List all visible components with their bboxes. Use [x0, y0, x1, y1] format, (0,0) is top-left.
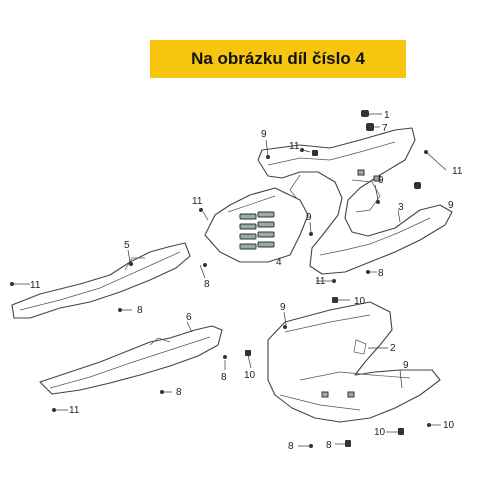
part-number-banner: Na obrázku díl číslo 4: [150, 40, 406, 78]
callout-label: 9: [306, 212, 312, 223]
callout-label: 8: [137, 305, 143, 316]
banner-text: Na obrázku díl číslo 4: [191, 49, 365, 68]
callout-label: 11: [69, 405, 80, 416]
callout-label: 8: [326, 440, 332, 451]
callout-label: 9: [448, 200, 454, 211]
callout-label: 8: [204, 279, 210, 290]
part-floor-panel-4: [204, 187, 309, 263]
callout-label: 2: [390, 343, 396, 354]
callout-label: 11: [315, 276, 326, 287]
callout-label: 9: [261, 129, 267, 140]
callout-label: 11: [289, 141, 300, 152]
callout-label: 8: [288, 441, 294, 452]
callout-labels: 1 7 9 11 11 9 3 9 11 9 4 8 5 11 8 11 8 1…: [30, 110, 463, 452]
callout-label: 5: [124, 240, 130, 251]
callout-label: 9: [280, 302, 286, 313]
callout-label: 10: [374, 427, 386, 438]
part-side-cover-6: [39, 325, 223, 395]
callout-label: 11: [30, 280, 41, 291]
callout-label: 11: [192, 196, 203, 207]
callout-label: 9: [403, 360, 409, 371]
callout-label: 4: [276, 257, 282, 268]
callout-label: 11: [452, 166, 463, 177]
callout-label: 8: [176, 387, 182, 398]
callout-label: 6: [186, 312, 192, 323]
part-under-cover-2: [267, 301, 441, 423]
part-inner-cover-3: [257, 127, 453, 275]
callout-label: 10: [354, 296, 366, 307]
callout-label: 10: [244, 370, 256, 381]
callout-label: 8: [378, 268, 384, 279]
callout-label: 10: [443, 420, 455, 431]
leader-lines: [14, 113, 447, 447]
part-side-cover-5: [11, 242, 191, 319]
fasteners: [10, 110, 431, 448]
callout-label: 9: [378, 175, 384, 186]
callout-label: 7: [382, 123, 388, 134]
callout-label: 1: [384, 110, 390, 121]
callout-label: 8: [221, 372, 227, 383]
callout-label: 3: [398, 202, 404, 213]
